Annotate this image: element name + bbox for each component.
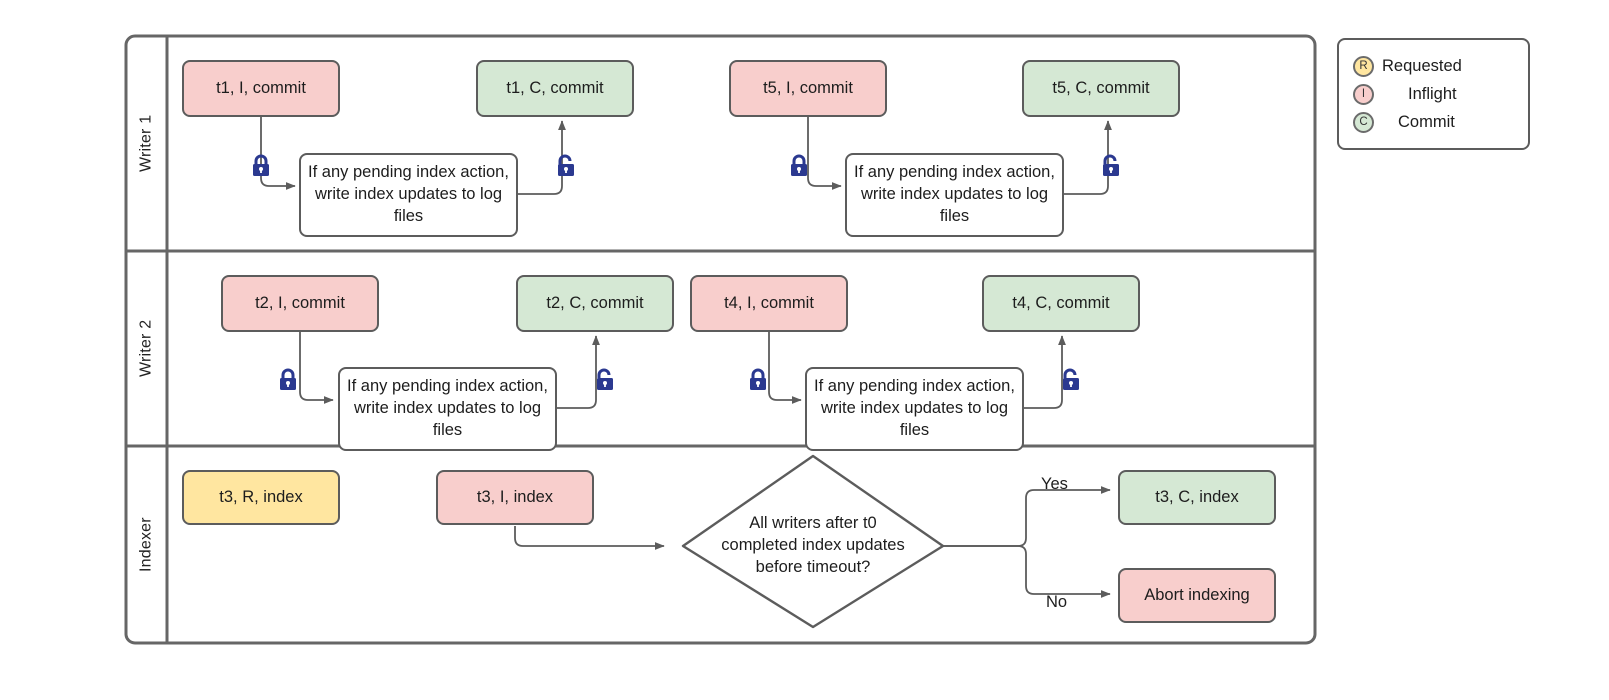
node-w2-process-a[interactable]: If any pending index action, write index… [338, 367, 557, 451]
edge-w2b-process-to-end [1024, 335, 1066, 409]
legend-label-commit: Commit [1398, 112, 1455, 131]
lane-label-writer1: Writer 1 [137, 114, 155, 173]
node-indexer-t3-commit[interactable]: t3, C, index [1118, 470, 1276, 525]
decision-diamond [681, 454, 945, 629]
legend-badge-commit-icon: C [1353, 111, 1374, 133]
node-w1-process-a[interactable]: If any pending index action, write index… [299, 153, 518, 237]
node-w2-t2-inflight[interactable]: t2, I, commit [221, 275, 379, 332]
node-w2-t4-commit[interactable]: t4, C, commit [982, 275, 1140, 332]
edge-indexer-inflight-to-decision [514, 526, 665, 550]
edge-w2b-start-to-process [768, 331, 802, 404]
edge-w2a-process-to-end [557, 335, 600, 409]
node-indexer-t3-inflight[interactable]: t3, I, index [436, 470, 594, 525]
legend-badge-requested-icon: R [1353, 55, 1374, 77]
lane-label-indexer: Indexer [137, 517, 155, 572]
lock-closed-icon [750, 368, 766, 390]
node-w1-process-b[interactable]: If any pending index action, write index… [845, 153, 1064, 237]
node-indexer-abort[interactable]: Abort indexing [1118, 568, 1276, 623]
edge-label-no: No [1046, 593, 1068, 611]
edge-w1b-process-to-end [1064, 120, 1112, 195]
legend-item-requested: R Requested [1353, 53, 1514, 79]
lock-closed-icon [280, 368, 296, 390]
edge-decision-no [943, 545, 1111, 598]
legend-label-inflight: Inflight [1408, 84, 1457, 103]
node-w2-t2-commit[interactable]: t2, C, commit [516, 275, 674, 332]
lock-closed-icon [791, 154, 807, 176]
node-w2-process-b[interactable]: If any pending index action, write index… [805, 367, 1024, 451]
edge-label-yes: Yes [1041, 475, 1068, 493]
node-w1-t5-commit[interactable]: t5, C, commit [1022, 60, 1180, 117]
legend-item-inflight: I Inflight [1353, 81, 1514, 107]
edge-w2a-start-to-process [299, 331, 334, 404]
lock-open-icon [1063, 368, 1079, 390]
node-w1-t1-inflight[interactable]: t1, I, commit [182, 60, 340, 117]
edge-w1b-start-to-process [807, 117, 842, 190]
edge-w1a-start-to-process [260, 117, 296, 190]
lane-label-writer2: Writer 2 [137, 319, 155, 378]
legend-item-commit: C Commit [1353, 109, 1514, 135]
legend-label-requested: Requested [1382, 56, 1462, 75]
node-indexer-t3-requested[interactable]: t3, R, index [182, 470, 340, 525]
node-w2-t4-inflight[interactable]: t4, I, commit [690, 275, 848, 332]
legend-panel: R Requested I Inflight C Commit [1337, 38, 1530, 150]
lock-closed-icon [253, 154, 269, 176]
lock-open-icon [597, 368, 613, 390]
node-w1-t1-commit[interactable]: t1, C, commit [476, 60, 634, 117]
legend-badge-inflight-icon: I [1353, 83, 1374, 105]
edge-w1a-process-to-end [518, 120, 566, 195]
lock-open-icon [558, 154, 574, 176]
lock-open-icon [1103, 154, 1119, 176]
node-w1-t5-inflight[interactable]: t5, I, commit [729, 60, 887, 117]
